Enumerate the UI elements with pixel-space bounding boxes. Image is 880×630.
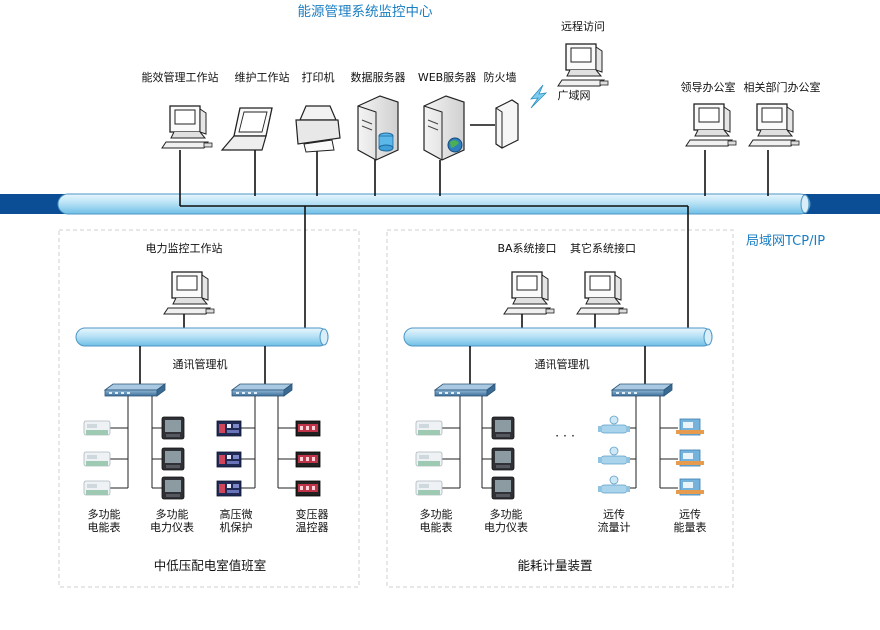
laptop-icon bbox=[220, 107, 273, 151]
wan-label: 广域网 bbox=[558, 89, 591, 102]
left-device-labels: 多功能 电能表 多功能 电力仪表 高压微 机保护 变压器 温控器 bbox=[88, 507, 329, 534]
remote-pc-icon bbox=[557, 43, 609, 87]
left-zone-caption: 中低压配电室值班室 bbox=[154, 558, 267, 573]
ba-interface-pc-icon bbox=[503, 271, 555, 315]
power-monitor-ws-icon bbox=[163, 271, 215, 315]
printer-label: 打印机 bbox=[302, 70, 335, 84]
power-instrument-icon bbox=[491, 476, 515, 500]
web-server-icon bbox=[423, 95, 465, 161]
left-branch-lines bbox=[110, 396, 298, 489]
dept-office-pc-icon bbox=[748, 103, 800, 147]
device-label: 流量计 bbox=[598, 520, 631, 534]
multi-energy-meter-icon bbox=[415, 420, 443, 436]
device-label: 多功能 bbox=[490, 507, 523, 521]
multi-energy-meter-icon bbox=[83, 451, 111, 467]
power-instrument-icon bbox=[161, 476, 185, 500]
power-instrument-icon bbox=[161, 416, 185, 440]
left-comm-bus bbox=[75, 327, 329, 347]
power-monitor-ws-label: 电力监控工作站 bbox=[146, 241, 223, 255]
device-label: 远传 bbox=[679, 508, 701, 521]
power-instrument-icon bbox=[491, 416, 515, 440]
multi-energy-meter-icon bbox=[83, 420, 111, 436]
power-instrument-icon bbox=[491, 447, 515, 471]
other-interface-pc-icon bbox=[576, 271, 628, 315]
top-drop-lines bbox=[179, 124, 769, 207]
right-zone-caption: 能耗计量装置 bbox=[517, 558, 592, 573]
device-label: 机保护 bbox=[220, 520, 253, 534]
multi-energy-meter-icon bbox=[415, 451, 443, 467]
remote-energy-meter-icon bbox=[675, 449, 705, 467]
device-label: 高压微 bbox=[220, 507, 253, 521]
left-comm-label: 通讯管理机 bbox=[173, 357, 228, 371]
web-server-label: WEB服务器 bbox=[418, 71, 476, 84]
device-label: 多功能 bbox=[156, 507, 189, 521]
energy-workstation-label: 能效管理工作站 bbox=[142, 70, 219, 84]
device-label: 变压器 bbox=[296, 507, 329, 521]
remote-flowmeter-icon bbox=[597, 415, 631, 434]
dept-office-label: 相关部门办公室 bbox=[744, 80, 821, 94]
device-label: 多功能 bbox=[420, 507, 453, 521]
device-label: 电力仪表 bbox=[150, 520, 194, 534]
firewall-icon bbox=[495, 99, 519, 149]
remote-energy-meter-icon bbox=[675, 418, 705, 436]
right-zone-frame bbox=[386, 229, 734, 588]
multi-energy-meter-icon bbox=[415, 480, 443, 496]
right-switch-a bbox=[434, 383, 496, 397]
device-label: 多功能 bbox=[88, 507, 121, 521]
page-title: 能源管理系统监控中心 bbox=[298, 4, 433, 20]
energy-workstation-icon bbox=[161, 105, 213, 149]
left-switch-a bbox=[104, 383, 166, 397]
right-switch-b bbox=[611, 383, 673, 397]
lan-main-bus bbox=[57, 193, 811, 215]
leader-office-pc-icon bbox=[685, 103, 737, 147]
lan-label: 局域网TCP/IP bbox=[746, 234, 825, 249]
multi-energy-meter-icon bbox=[83, 480, 111, 496]
transformer-temp-icon bbox=[295, 480, 321, 497]
device-label: 远传 bbox=[603, 508, 625, 521]
transformer-temp-icon bbox=[295, 451, 321, 468]
remote-access-label: 远程访问 bbox=[561, 20, 605, 33]
right-branch-lines bbox=[442, 396, 678, 489]
left-switch-b bbox=[231, 383, 293, 397]
remote-flowmeter-icon bbox=[597, 475, 631, 494]
other-interface-label: 其它系统接口 bbox=[570, 241, 636, 255]
leader-office-label: 领导办公室 bbox=[681, 80, 736, 94]
device-label: 能量表 bbox=[674, 520, 707, 534]
right-comm-bus bbox=[403, 327, 713, 347]
ba-interface-label: BA系统接口 bbox=[497, 242, 556, 255]
device-label: 电能表 bbox=[420, 520, 453, 534]
right-comm-label: 通讯管理机 bbox=[535, 357, 590, 371]
printer-icon bbox=[295, 105, 341, 153]
db-server-label: 数据服务器 bbox=[351, 70, 406, 84]
right-device-labels: 多功能 电能表 多功能 电力仪表 远传 流量计 远传 能量表 bbox=[420, 507, 707, 534]
remote-flowmeter-icon bbox=[597, 446, 631, 465]
hv-protection-icon bbox=[216, 480, 242, 497]
device-label: 温控器 bbox=[296, 520, 329, 534]
device-label: 电能表 bbox=[88, 520, 121, 534]
ellipsis: · · · bbox=[555, 428, 575, 443]
remote-energy-meter-icon bbox=[675, 478, 705, 496]
firewall-label: 防火墙 bbox=[484, 70, 517, 84]
maintenance-workstation-label: 维护工作站 bbox=[235, 70, 290, 84]
lightning-icon bbox=[530, 84, 548, 109]
transformer-temp-icon bbox=[295, 420, 321, 437]
power-instrument-icon bbox=[161, 447, 185, 471]
hv-protection-icon bbox=[216, 451, 242, 468]
hv-protection-icon bbox=[216, 420, 242, 437]
left-zone-frame bbox=[58, 229, 360, 588]
db-server-icon bbox=[357, 95, 399, 161]
device-label: 电力仪表 bbox=[484, 520, 528, 534]
